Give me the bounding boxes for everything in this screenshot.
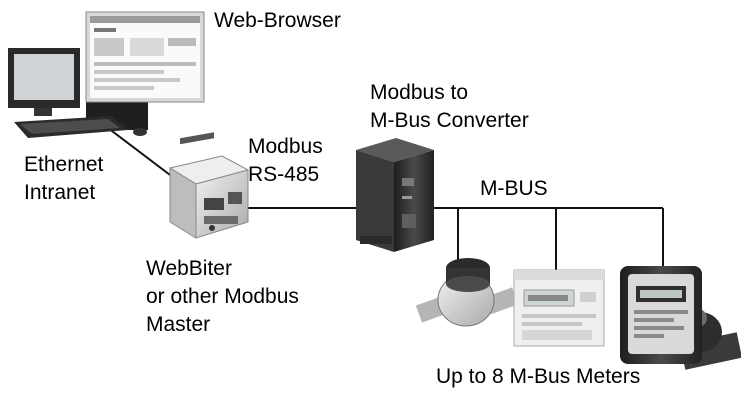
webbiter-label-line2: or other Modbus bbox=[146, 285, 299, 308]
intranet-label: Intranet bbox=[24, 181, 96, 204]
ethernet-link bbox=[107, 127, 179, 182]
modbus-label: Modbus bbox=[248, 135, 323, 158]
heat-meter-icon bbox=[620, 266, 741, 370]
water-meter-icon bbox=[415, 258, 519, 327]
mbus-label: M-BUS bbox=[480, 177, 548, 200]
ethernet-label: Ethernet bbox=[24, 153, 104, 176]
web-browser-label: Web-Browser bbox=[214, 9, 341, 32]
webbiter-label-line1: WebBiter bbox=[146, 257, 232, 280]
webbiter-label-line3: Master bbox=[146, 313, 211, 336]
converter-label-line1: Modbus to bbox=[370, 81, 469, 104]
converter-device-icon bbox=[356, 138, 434, 252]
webbiter-device-icon bbox=[168, 132, 250, 239]
rs485-label: RS-485 bbox=[248, 163, 320, 186]
computer-icon bbox=[8, 11, 205, 138]
converter-label-line2: M-Bus Converter bbox=[370, 109, 529, 132]
connection-lines bbox=[107, 127, 664, 270]
electricity-meter-icon bbox=[513, 269, 605, 347]
meters-label: Up to 8 M-Bus Meters bbox=[436, 365, 641, 388]
